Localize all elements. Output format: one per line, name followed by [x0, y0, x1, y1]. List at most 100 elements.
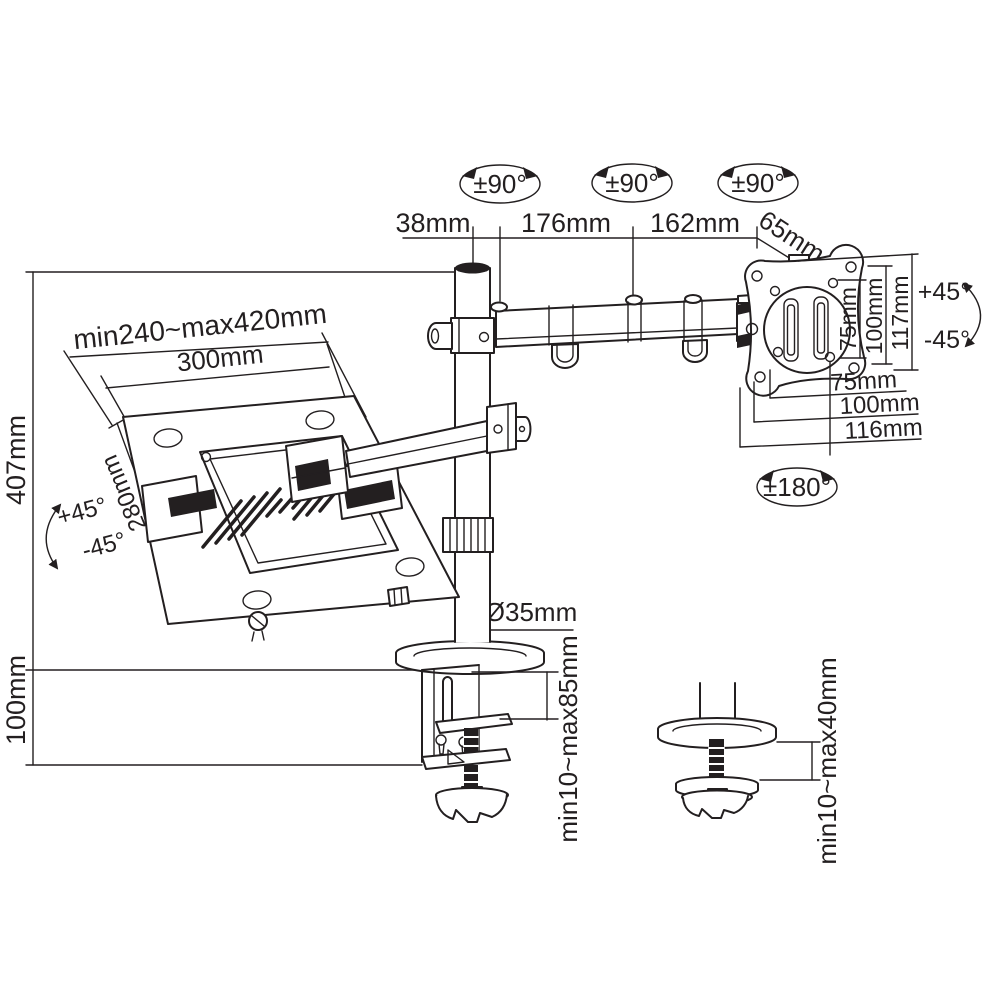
rotation-ellipse	[459, 164, 541, 204]
rotation-arrow-icon	[720, 166, 735, 178]
extension-line	[63, 350, 113, 426]
arm-offset-label: 38mm	[395, 208, 470, 238]
rotation-ellipse	[756, 467, 838, 507]
rotation-pole-label: ±90°	[473, 169, 527, 199]
arm-edge-line	[495, 327, 739, 340]
rotation-arrow-icon	[759, 470, 774, 482]
tray-bolt	[200, 451, 212, 463]
rotation-indicator-mid-joint: ±90°	[591, 163, 673, 203]
clamp-dimensions: Ø35mm min10~max85mm	[471, 597, 583, 843]
vesa-rotation-label: ±180°	[763, 472, 831, 502]
vesa-horizontal-100-label: 100mm	[839, 389, 920, 420]
pole-diameter-label: Ø35mm	[485, 597, 577, 627]
rotation-indicator-end-joint: ±90°	[717, 163, 799, 203]
tray-tilt-down-label: -45°	[79, 527, 129, 565]
arm-left-cap-detail	[430, 328, 440, 344]
vesa-horizontal-75-label: 75mm	[830, 366, 898, 396]
cable-hook	[682, 339, 708, 363]
vesa-vertical-dimensions: 75mm 100mm 117mm	[797, 253, 919, 371]
vesa-tilt-indicator: +45° -45°	[918, 278, 982, 354]
dim-line	[69, 341, 329, 358]
cable-hook-inner	[556, 344, 574, 363]
tray-tilt-up-label: +45°	[54, 492, 110, 531]
arm-segment1-label: 176mm	[521, 208, 611, 238]
tilt-arrow-icon	[45, 503, 62, 570]
clamp-knob-wings	[435, 793, 508, 823]
cable-hook	[551, 343, 579, 369]
hinge-stub-bolt	[518, 425, 526, 433]
tray-cutout	[395, 557, 425, 577]
vesa-slot-inner	[786, 304, 796, 356]
connector-edge	[291, 467, 346, 479]
tray-width-label: 300mm	[175, 339, 264, 378]
arm-bolt	[625, 294, 643, 306]
rotation-arrow-icon	[523, 167, 538, 179]
vesa-hinge-knuckle	[737, 333, 751, 348]
pole-height-label: 407mm	[1, 415, 31, 505]
laptop-tray	[122, 395, 460, 642]
vesa-hole	[751, 270, 763, 282]
dim-line	[739, 438, 922, 448]
rotation-arrow-icon	[820, 470, 835, 482]
vesa-hole	[754, 371, 766, 383]
collar-bolt	[478, 331, 490, 343]
rotation-indicator-pole: ±90°	[459, 164, 541, 204]
tray-screw-2-detail	[393, 587, 403, 606]
dim-line	[105, 366, 330, 389]
tilt-down-label: -45°	[924, 326, 970, 354]
tray-screw-2	[387, 586, 410, 607]
clamp-middle-shelf	[435, 713, 513, 734]
tick	[108, 418, 126, 429]
thread-lines	[708, 747, 725, 773]
vesa-rotation-indicator: ±180°	[756, 467, 838, 507]
arm-segment2-label: 162mm	[650, 208, 740, 238]
vesa-horizontal-dimensions: 75mm 100mm 116mm	[739, 361, 924, 456]
grommet-knob-wings	[682, 795, 749, 819]
pole-collar-ring	[442, 517, 494, 553]
tray-clip-right-pad	[344, 480, 395, 509]
rotation-ellipse	[717, 163, 799, 203]
tilt-up-label: +45°	[918, 278, 970, 306]
vesa-slot-inner	[816, 302, 826, 354]
guide-rod	[442, 676, 453, 727]
height-dimensions: 407mm 100mm	[1, 271, 456, 766]
vesa-hole	[769, 285, 781, 297]
vesa-vertical-100-label: 100mm	[861, 278, 887, 355]
vesa-horizontal-116-label: 116mm	[844, 414, 924, 445]
tray-cutout	[305, 410, 335, 430]
clamp-base-rim	[395, 652, 545, 675]
grommet-mount	[657, 682, 777, 819]
vesa-vertical-117-label: 117mm	[887, 276, 913, 351]
vesa-slot	[783, 298, 799, 362]
clamp-bottom-arm	[421, 748, 511, 770]
gusset	[447, 749, 465, 765]
hinge-bolt	[493, 424, 503, 434]
grommet-dimensions: min10~max40mm	[759, 657, 842, 865]
tilt-arrow-icon	[962, 282, 982, 348]
arm-bolt	[490, 301, 508, 313]
tick	[797, 253, 919, 371]
vesa-hole	[848, 362, 860, 374]
keyhole-slot	[438, 743, 445, 755]
base-height-label: 100mm	[1, 655, 31, 745]
cable-hook-inner	[687, 340, 703, 357]
rotation-mid-joint-label: ±90°	[605, 168, 659, 198]
grommet-thickness-label: min10~max40mm	[812, 657, 842, 864]
dim-line	[753, 413, 919, 423]
rotation-arrow-icon	[462, 167, 477, 179]
vesa-vertical-75-label: 75mm	[835, 287, 861, 351]
tick	[837, 279, 867, 359]
tray-cutout	[242, 590, 272, 610]
vesa-hole	[827, 277, 839, 289]
keyhole-slot	[435, 734, 447, 746]
clamp-thickness-label: min10~max85mm	[553, 635, 583, 842]
vesa-hole	[772, 346, 784, 358]
arm-collar-seams	[548, 299, 703, 346]
tray-connector-pad	[295, 459, 331, 491]
tick	[867, 265, 893, 365]
vesa-plate	[736, 243, 867, 397]
rotation-arrow-icon	[655, 166, 670, 178]
pole-cap	[455, 262, 490, 274]
